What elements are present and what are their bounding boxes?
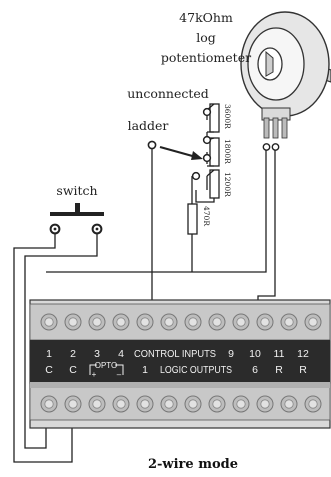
logic-outputs-label: LOGIC OUTPUTS (160, 364, 232, 376)
ladder-node-2 (202, 135, 212, 145)
bottom-screw-2 (64, 395, 82, 413)
bottom-screw-3 (88, 395, 106, 413)
resistor-value-1: 3600R (223, 104, 232, 129)
top-screw-10 (256, 313, 274, 331)
top-screws (40, 313, 322, 331)
terminal-label-4: 4 (118, 348, 124, 360)
logic-output-6-label: 6 (252, 364, 258, 376)
pot-label-line2: log (196, 30, 216, 45)
bottom-screw-6 (160, 395, 178, 413)
common-label-2: C (69, 364, 77, 376)
top-screw-11 (280, 313, 298, 331)
ladder-node-4 (191, 171, 201, 181)
bottom-screw-11 (280, 395, 298, 413)
top-screw-6 (160, 313, 178, 331)
bottom-screw-9 (232, 395, 250, 413)
bottom-screw-1 (40, 395, 58, 413)
top-screw-3 (88, 313, 106, 331)
resistor-value-4: 470R (202, 206, 211, 226)
terminal-label-10: 10 (249, 348, 261, 360)
bottom-screw-5 (136, 395, 154, 413)
opto-bracket (89, 364, 124, 375)
potentiometer (240, 11, 331, 151)
bottom-screw-10 (256, 395, 274, 413)
pot-label-line3: potentiometer (161, 50, 251, 65)
terminal-label-1: 1 (46, 348, 52, 360)
bottom-screws (40, 395, 322, 413)
bottom-screw-7 (184, 395, 202, 413)
opto-plus-label: + (92, 370, 97, 379)
mode-caption: 2-wire mode (148, 457, 238, 472)
top-screw-7 (184, 313, 202, 331)
push-switch (49, 203, 104, 235)
opto-minus-label: – (117, 370, 122, 379)
terminal-label-11: 11 (274, 348, 285, 360)
terminal-label-3: 3 (94, 348, 100, 360)
switch-label: switch (56, 183, 97, 198)
opto-label: OPTO (95, 361, 118, 370)
top-screw-4 (112, 313, 130, 331)
ladder-node-3 (202, 153, 212, 163)
resistor-value-3: 1200R (223, 172, 232, 197)
resistor-value-2: 1800R (223, 139, 232, 164)
bottom-screw-8 (208, 395, 226, 413)
relay-label-a: R (275, 364, 283, 376)
logic-output-1-label: 1 (142, 364, 148, 376)
terminal-label-9: 9 (228, 348, 234, 360)
wiper-arrow (159, 145, 203, 160)
bottom-screw-12 (304, 395, 322, 413)
terminal-label-12: 12 (297, 348, 309, 360)
resistor-ladder (187, 103, 220, 272)
control-inputs-label: CONTROL INPUTS (134, 348, 216, 360)
unconnected-label: unconnected (127, 86, 209, 101)
top-screw-2 (64, 313, 82, 331)
top-screw-9 (232, 313, 250, 331)
terminal-label-2: 2 (70, 348, 76, 360)
top-screw-1 (40, 313, 58, 331)
top-screw-8 (208, 313, 226, 331)
top-screw-5 (136, 313, 154, 331)
relay-label-b: R (299, 364, 307, 376)
pot-label-line1: 47kOhm (179, 10, 233, 25)
common-label-1: C (45, 364, 53, 376)
unconnected-node (202, 107, 212, 117)
bottom-screw-4 (112, 395, 130, 413)
ladder-input-node (147, 140, 157, 150)
ladder-label: ladder (128, 118, 169, 133)
top-screw-12 (304, 313, 322, 331)
